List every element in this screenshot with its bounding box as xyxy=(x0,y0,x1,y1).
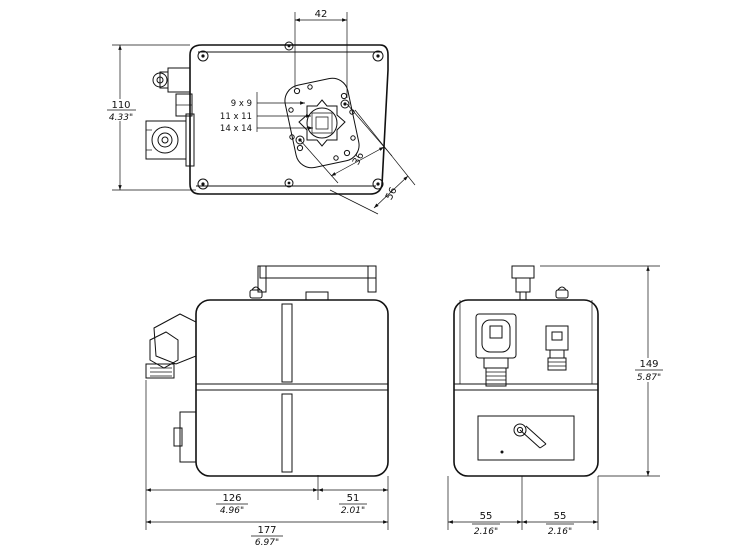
socket-size-label: 11 x 11 xyxy=(220,112,252,122)
dim-126-label: 126 xyxy=(222,493,241,504)
socket-size-label: 14 x 14 xyxy=(220,124,252,134)
dim-42-label: 42 xyxy=(315,9,328,20)
dim-177-inch-label: 6.97" xyxy=(255,538,279,548)
dim-149-label: 149 xyxy=(639,359,658,370)
mounting-flange xyxy=(284,77,360,169)
manual-override-lever-icon xyxy=(477,415,575,461)
flange-bolt-hole-icon xyxy=(340,99,350,109)
flange-bolt-hole-icon xyxy=(288,107,294,113)
side-view: 149 5.87" 55 2.16" 55 2.16" xyxy=(447,265,666,537)
mounting-screw-icon xyxy=(197,178,209,190)
bottom-cable-gland-icon xyxy=(145,113,195,167)
vent-knob-icon xyxy=(555,286,569,299)
dim-110-inch-label: 4.33" xyxy=(109,113,133,123)
star-socket-icon xyxy=(298,99,346,147)
top-handle-icon xyxy=(511,265,535,301)
sensor-connector-icon xyxy=(545,325,569,371)
mounting-screw-icon xyxy=(372,50,384,62)
connector-block-icon xyxy=(175,93,193,117)
dim-55-left-inch-label: 2.16" xyxy=(474,527,498,537)
top-view: 42 110 4.33" 9 x 9 11 x 11 14 x 14 36 56 xyxy=(104,9,416,215)
mounting-screw-icon xyxy=(284,41,294,51)
side-bracket-icon xyxy=(173,411,197,463)
flange-bolt-hole-icon xyxy=(293,87,301,95)
solenoid-plug-icon xyxy=(475,313,517,387)
flange-bolt-hole-icon xyxy=(340,92,348,100)
dim-56-label: 56 xyxy=(384,186,400,202)
dim-55-right-label: 55 xyxy=(554,511,567,522)
mounting-screw-icon xyxy=(197,50,209,62)
flange-bolt-hole-icon xyxy=(307,84,313,90)
dim-51-label: 51 xyxy=(347,493,360,504)
flange-bolt-hole-icon xyxy=(296,144,304,152)
vent-knob-icon xyxy=(249,286,263,299)
dim-36-label: 36 xyxy=(351,151,367,167)
flange-bolt-hole-icon xyxy=(350,135,356,141)
solenoid-connector-icon xyxy=(145,313,197,379)
dim-51-inch-label: 2.01" xyxy=(341,506,365,516)
flange-bolt-hole-icon xyxy=(289,134,295,140)
dim-55-left-label: 55 xyxy=(480,511,493,522)
flange-bolt-hole-icon xyxy=(343,149,351,157)
dim-126-inch-label: 4.96" xyxy=(220,506,244,516)
socket-size-label: 9 x 9 xyxy=(231,99,252,109)
dim-149-inch-label: 5.87" xyxy=(637,373,661,383)
top-cable-gland-icon xyxy=(152,67,191,93)
dim-177-label: 177 xyxy=(257,525,276,536)
dim-110-label: 110 xyxy=(111,100,130,111)
front-view: 126 4.96" 51 2.01" 177 6.97" xyxy=(145,265,389,548)
dim-55-right-inch-label: 2.16" xyxy=(548,527,572,537)
flange-bolt-hole-icon xyxy=(333,155,339,161)
top-handle-icon xyxy=(257,265,377,301)
mounting-screw-icon xyxy=(284,178,294,188)
